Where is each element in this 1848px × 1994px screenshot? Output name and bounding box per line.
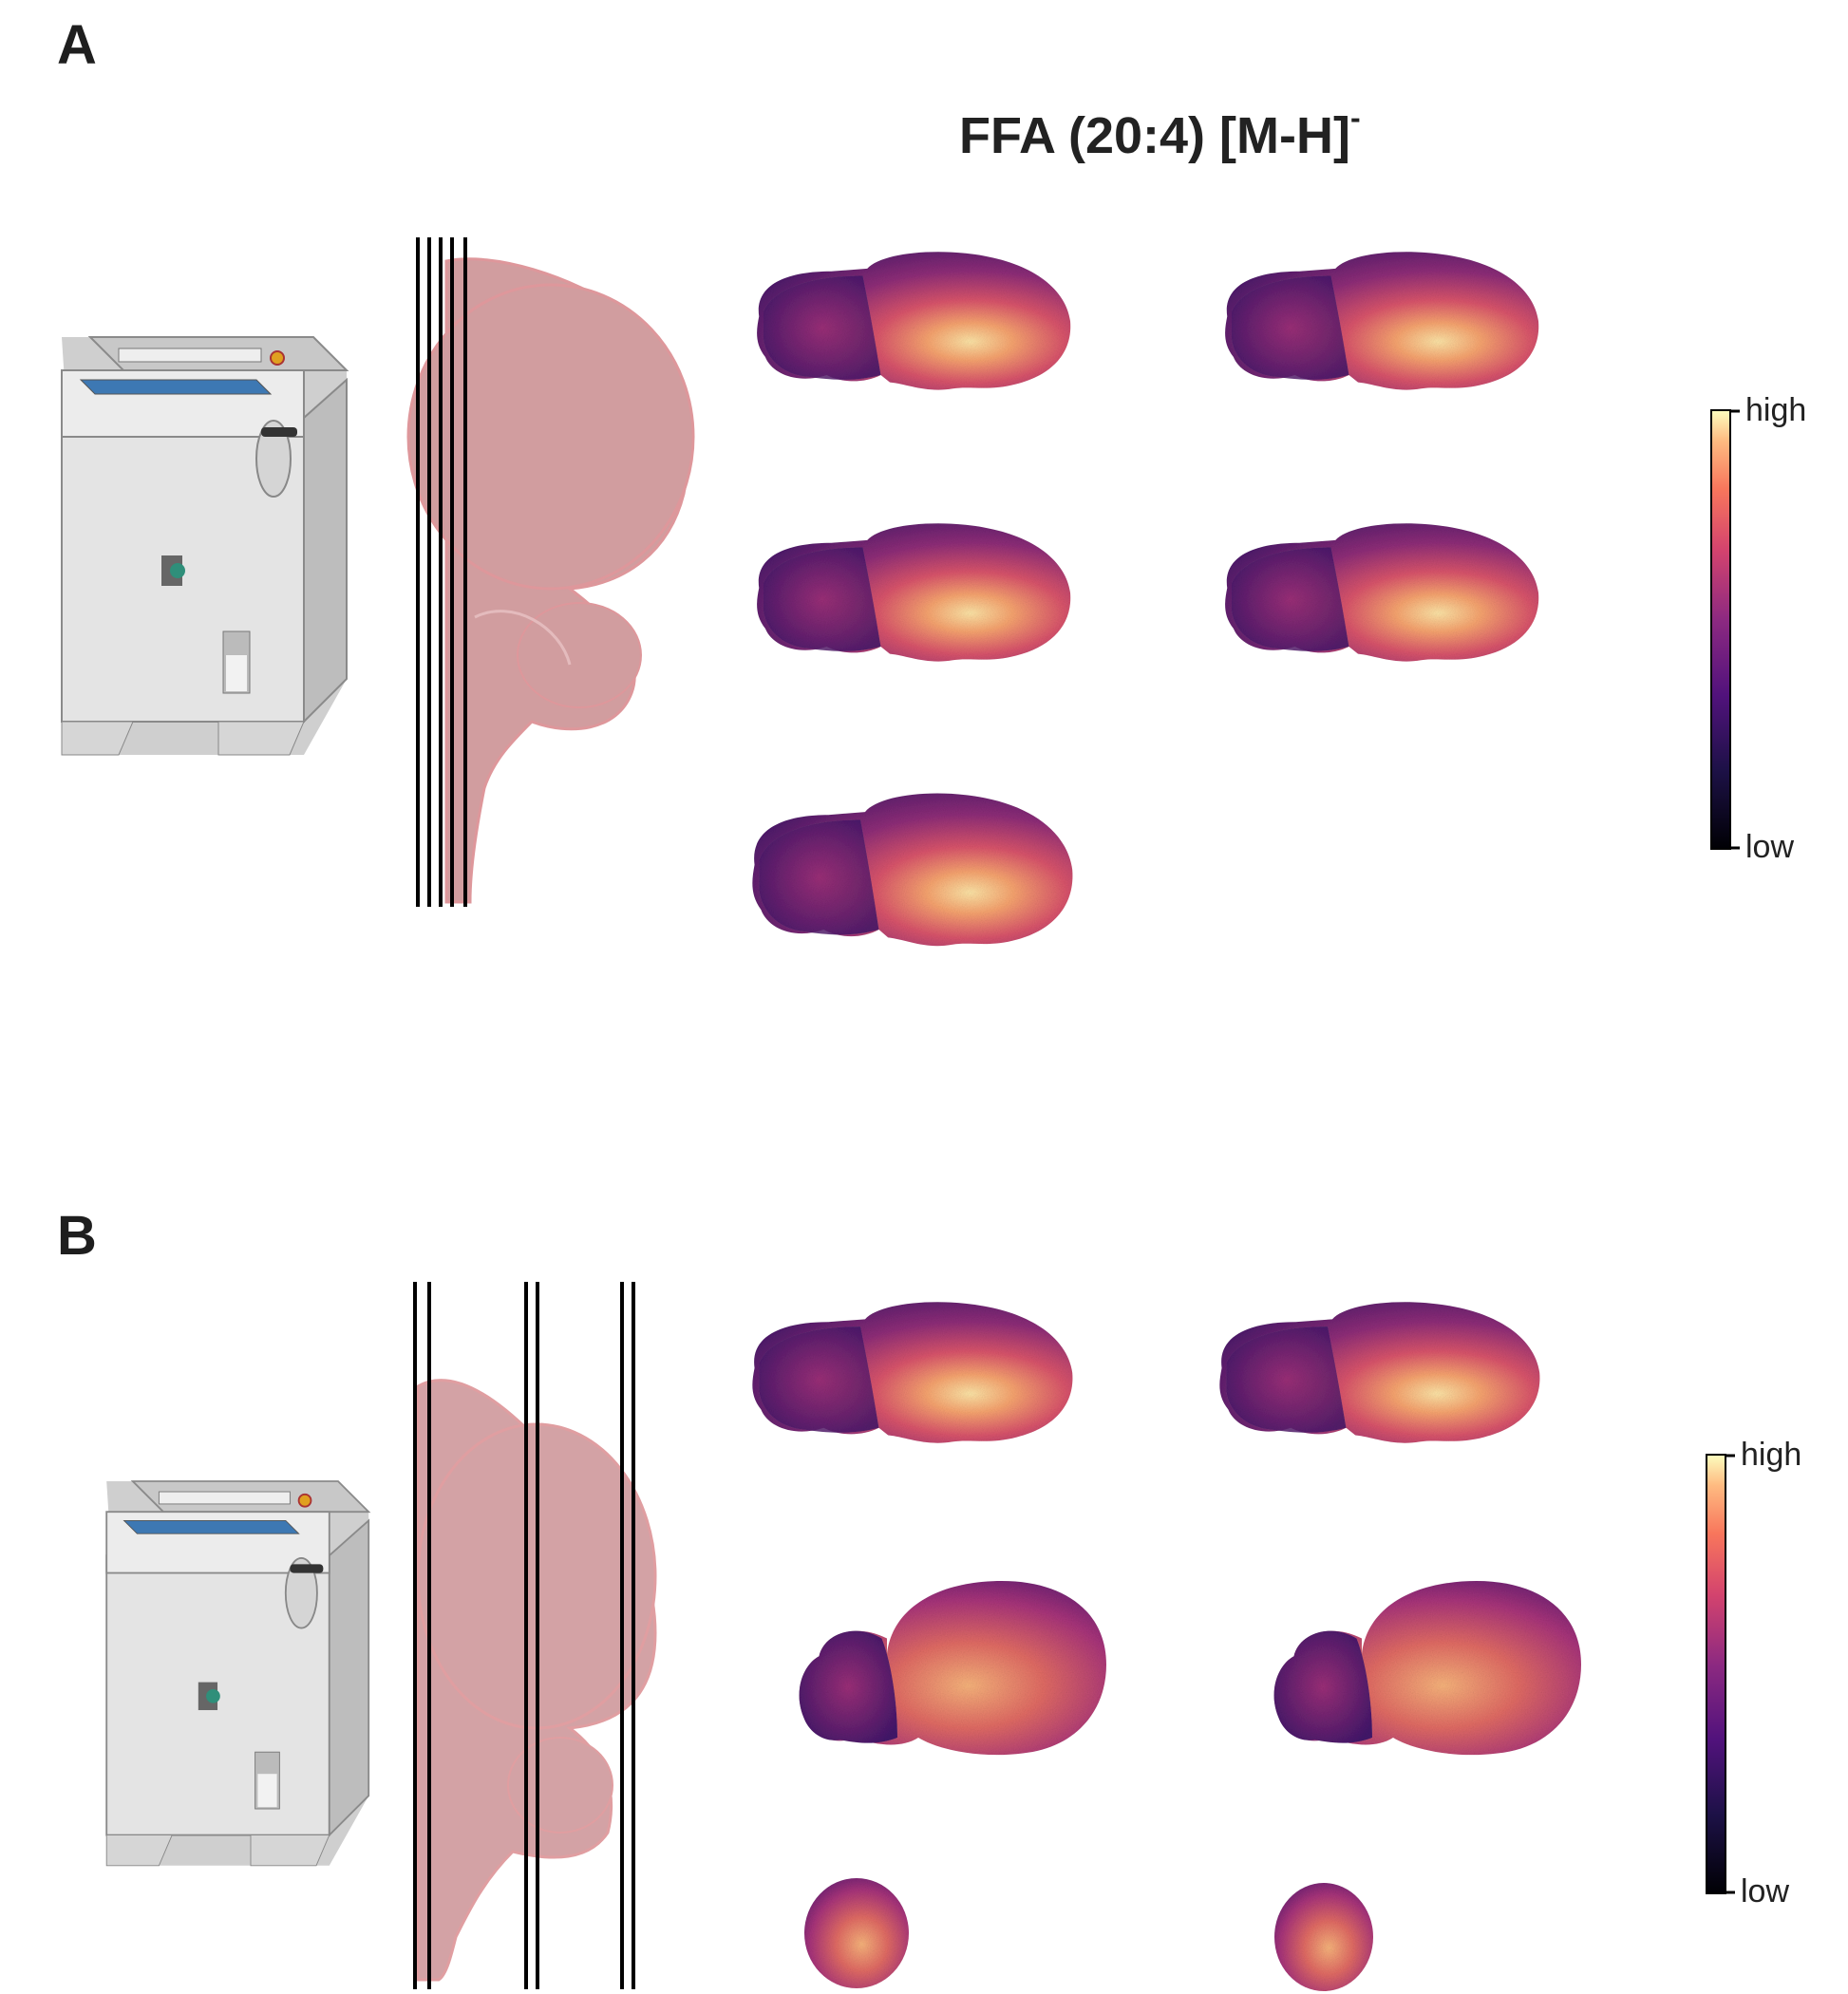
msi-section-b2 [1219, 1302, 1539, 1442]
section-planes-icon [413, 1282, 635, 1989]
cryostat-icon [61, 336, 349, 756]
section-planes-icon [416, 237, 467, 907]
msi-section-b6 [1274, 1883, 1373, 1991]
figure-title: FFA (20:4) [M-H]- [959, 101, 1361, 164]
colorbar-b [1706, 1454, 1735, 1894]
panel-label-b: B [57, 1205, 97, 1267]
colorbar-b-high-label: high [1741, 1437, 1802, 1473]
colorbar-a [1710, 409, 1740, 850]
colorbar-b-low-label: low [1741, 1873, 1790, 1909]
cryostat-icon [105, 1480, 371, 1867]
colorbar-a-high-label: high [1745, 392, 1807, 428]
msi-section-b1 [752, 1302, 1072, 1442]
msi-section-b4 [1274, 1581, 1581, 1755]
panel-label-a: A [57, 14, 97, 76]
msi-section-a2 [1225, 252, 1538, 389]
msi-section-b3 [800, 1581, 1106, 1755]
colorbar-a-low-label: low [1745, 829, 1795, 865]
msi-section-a1 [757, 252, 1070, 389]
msi-section-b5 [804, 1878, 909, 1988]
msi-section-a3 [757, 523, 1070, 661]
msi-section-a4 [1225, 523, 1538, 661]
brain-illustration-icon [406, 257, 695, 904]
msi-section-a5 [752, 794, 1072, 947]
